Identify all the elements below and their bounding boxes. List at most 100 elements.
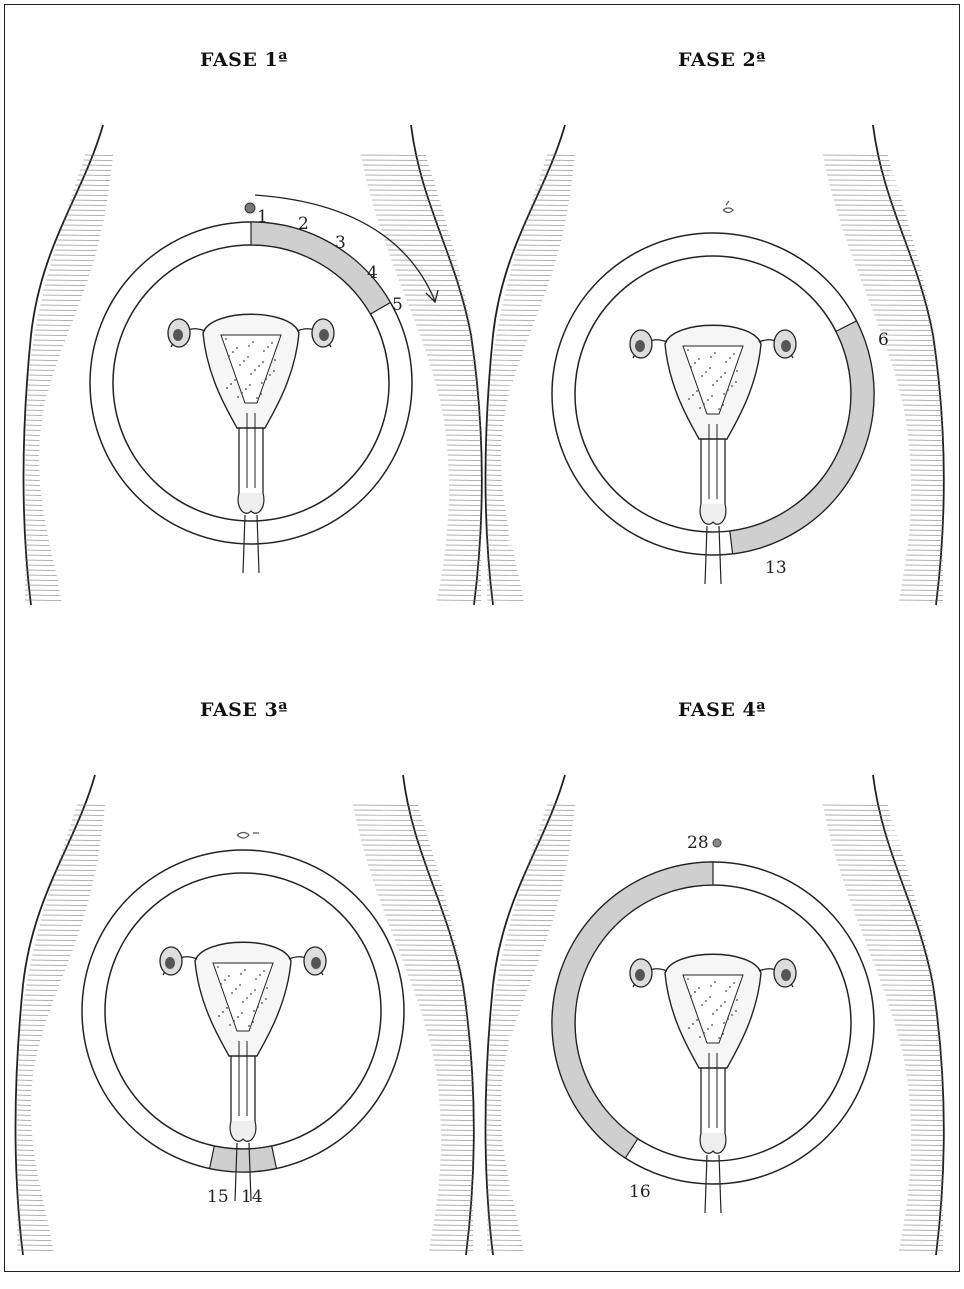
hatch-line: [36, 325, 71, 326]
hatch-line: [487, 1240, 522, 1241]
day-label-15: 15: [207, 1187, 229, 1207]
hatch-line: [535, 190, 570, 191]
hatch-line: [439, 395, 480, 396]
hatch-line: [908, 1090, 943, 1091]
hatch-line: [891, 1010, 939, 1011]
hatch-line: [356, 820, 423, 821]
navel-mark: [723, 201, 733, 213]
hatch-line: [41, 920, 83, 921]
hatch-line: [28, 375, 52, 376]
hatch-line: [873, 310, 930, 311]
hatch-line: [378, 895, 444, 896]
hatch-line: [25, 435, 40, 436]
hatch-line: [20, 1025, 44, 1026]
hatch-line: [840, 220, 908, 221]
tissue-dot: [239, 364, 241, 366]
tissue-dot: [712, 1013, 714, 1015]
hatch-line: [435, 1215, 473, 1216]
hatch-line: [488, 1060, 506, 1061]
hatch-line: [832, 195, 900, 196]
hatch-line: [77, 805, 105, 806]
tissue-dot: [714, 352, 716, 354]
hatch-line: [487, 420, 503, 421]
hatch-line: [25, 585, 59, 586]
hatch-line: [496, 985, 529, 986]
hatch-line: [381, 230, 448, 231]
hatch-line: [78, 175, 110, 176]
hatch-line: [904, 1060, 943, 1061]
hatch-line: [905, 1215, 943, 1216]
hatch-line: [363, 165, 429, 166]
hatch-line: [502, 955, 540, 956]
hatch-line: [906, 1205, 943, 1206]
hatch-line: [505, 295, 544, 296]
hatch-line: [910, 1165, 943, 1166]
hatch-line: [448, 460, 481, 461]
hatch-line: [492, 1010, 519, 1011]
hatch-line: [532, 200, 569, 201]
hatch-line: [73, 190, 108, 191]
tissue-dot: [237, 396, 239, 398]
hatch-line: [911, 1145, 943, 1146]
hatch-line: [911, 470, 943, 471]
tissue-dot: [723, 393, 725, 395]
hatch-line: [440, 1110, 473, 1111]
day-label-28: 28: [687, 833, 709, 853]
hatch-line: [487, 1110, 501, 1111]
hatch-line: [493, 355, 521, 356]
tissue-dot: [262, 361, 264, 363]
hatch-line: [25, 420, 41, 421]
hatch-line: [887, 1000, 937, 1001]
tissue-dot: [735, 1010, 737, 1012]
tissue-dot: [727, 389, 729, 391]
cervix: [701, 1068, 725, 1133]
hatch-line: [29, 970, 65, 971]
hatch-line: [910, 460, 943, 461]
hatch-line: [526, 870, 566, 871]
tissue-dot: [240, 973, 242, 975]
hatch-line: [435, 1065, 473, 1066]
hatch-line: [846, 890, 913, 891]
hatch-line: [909, 445, 943, 446]
hatch-line: [25, 565, 54, 566]
tissue-dot: [731, 1014, 733, 1016]
hatch-line: [60, 855, 98, 856]
hatch-line: [911, 495, 943, 496]
hatch-line: [909, 1185, 943, 1186]
tissue-dot: [720, 1005, 722, 1007]
hatch-line: [504, 950, 543, 951]
tissue-dot: [710, 356, 712, 358]
hatch-line: [30, 965, 67, 966]
hatch-line: [869, 950, 928, 951]
hatch-line: [908, 1085, 943, 1086]
hatch-line: [512, 915, 554, 916]
hatch-line: [17, 1160, 35, 1161]
hatch-line: [835, 855, 903, 856]
hatch-line: [376, 215, 444, 216]
hatch-line: [880, 980, 934, 981]
tissue-dot: [716, 380, 718, 382]
hatch-line: [440, 585, 481, 586]
hatch-line: [831, 840, 899, 841]
hatch-line: [542, 170, 573, 171]
tissue-dot: [253, 1010, 255, 1012]
hatch-line: [487, 585, 521, 586]
hatch-line: [539, 180, 572, 181]
hatch-line: [526, 220, 566, 221]
hatch-line: [19, 1040, 40, 1041]
hatch-line: [23, 1005, 51, 1006]
hatch-line: [45, 905, 87, 906]
hatch-line: [17, 1235, 51, 1236]
hatch-line: [902, 585, 943, 586]
hatch-line: [487, 1130, 502, 1131]
left-follicle: [173, 329, 183, 341]
hatch-line: [899, 390, 941, 391]
hatch-line: [403, 290, 464, 291]
hatch-line: [542, 820, 573, 821]
hatch-line: [17, 1130, 32, 1131]
hatch-line: [501, 960, 538, 961]
hatch-line: [910, 525, 943, 526]
hatch-line: [405, 295, 465, 296]
hatch-line: [25, 570, 55, 571]
hatch-line: [401, 955, 459, 956]
